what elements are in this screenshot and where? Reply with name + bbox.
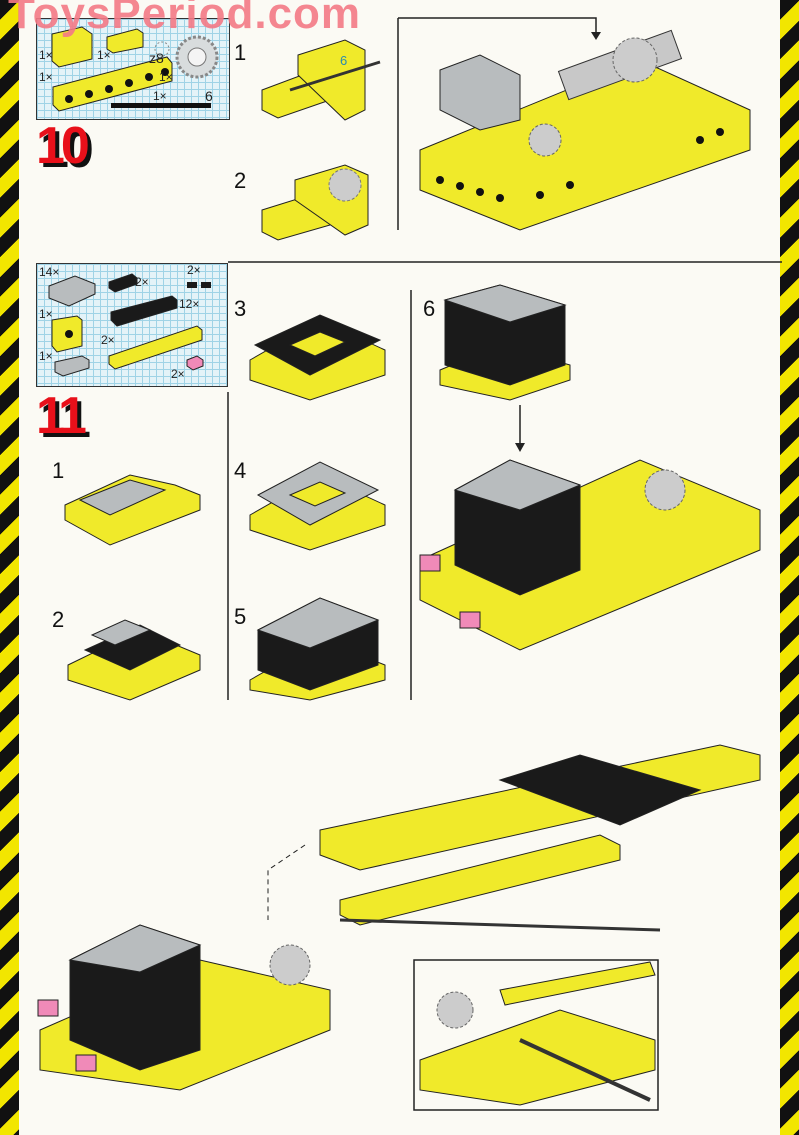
substep-number: 6 <box>423 296 436 321</box>
step11-main-model <box>419 459 761 651</box>
substep-number: 3 <box>234 296 247 321</box>
gear-label: z8 <box>149 50 164 66</box>
part-qty: 12× <box>179 297 200 311</box>
step11-sub5-model <box>249 597 386 701</box>
step11-sub2-model <box>67 619 201 701</box>
substep-number: 2 <box>52 607 65 632</box>
substep2-model <box>261 164 369 241</box>
part-qty: 1× <box>97 48 111 62</box>
step11-parts-illustration <box>48 273 211 377</box>
part-qty: 2× <box>171 367 185 381</box>
step11-sub3-model <box>249 314 386 401</box>
part-qty: 2× <box>101 333 115 347</box>
part-qty: 1× <box>39 48 53 62</box>
part-qty: 1× <box>159 70 173 84</box>
part-qty: 1× <box>39 307 53 321</box>
axle-callout: 6 <box>340 53 348 68</box>
substep-number: 5 <box>234 604 247 629</box>
hazard-stripe-left <box>0 0 19 1135</box>
step-number: 10 <box>36 117 90 175</box>
substep-number: 1 <box>234 40 247 65</box>
part-qty: 1× <box>39 349 53 363</box>
part-qty: 14× <box>39 265 60 279</box>
detail-inset <box>413 959 659 1111</box>
step10-parts-illustration <box>51 26 219 112</box>
step11-parts-box: 14× 2× 2× 12× 1× 2× 1× 2× <box>36 263 228 387</box>
part-qty: 2× <box>187 263 201 277</box>
step11-sub1-model <box>64 474 201 546</box>
substep-number: 4 <box>234 458 247 483</box>
part-qty: 2× <box>135 275 149 289</box>
part-qty: 1× <box>153 89 167 103</box>
watermark: ToysPeriod.com <box>8 0 362 38</box>
step10-parts-box: 1× 1× 1× z8 1× 1× 6 <box>36 18 230 120</box>
step10-main-model <box>419 29 751 231</box>
axle-length-label: 6 <box>205 88 213 104</box>
substep-number: 1 <box>52 458 65 483</box>
step-number: 11 <box>36 387 87 445</box>
final-assembly-model <box>37 744 761 1091</box>
hazard-stripe-right <box>780 0 799 1135</box>
step11-sub4-model <box>249 461 386 551</box>
substep1-model <box>261 39 381 121</box>
part-qty: 1× <box>39 70 53 84</box>
step11-sub6-model <box>439 284 571 401</box>
substep-number: 2 <box>234 168 247 193</box>
